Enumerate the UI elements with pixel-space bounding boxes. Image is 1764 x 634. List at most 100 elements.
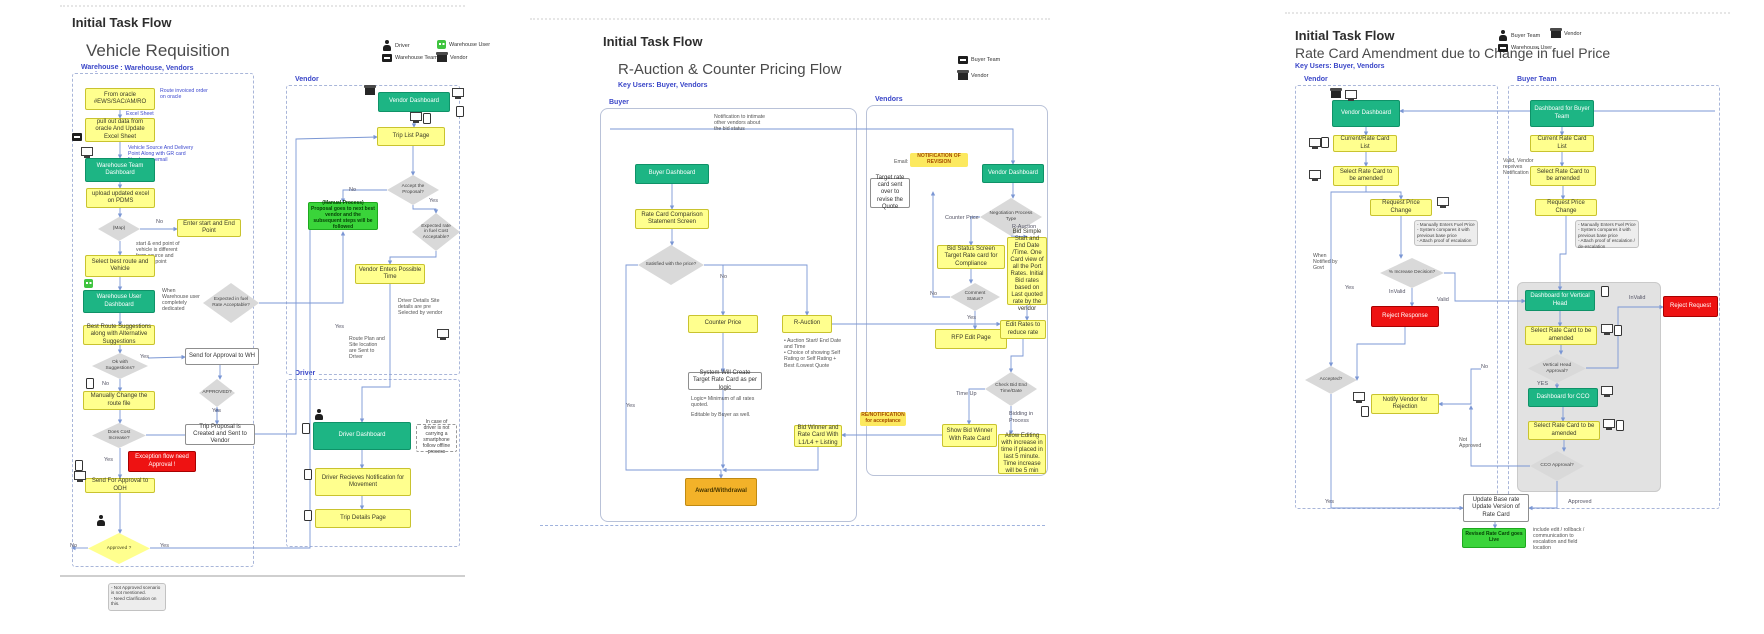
desktop-icon [1437,197,1449,208]
separator-line [60,575,465,577]
lane-label: Buyer [607,99,631,106]
legend-item-warehouse-user: Warehouse User [437,40,490,49]
edge-label: Yes [967,315,976,321]
desktop-icon [1309,138,1321,149]
diagram-r-auction-counter-pricing: Initial Task Flow R-Auction & Counter Pr… [530,18,1050,532]
warehouse-user-dashboard: Warehouse User Dashboard [83,290,155,313]
edge-label: Yes [626,403,635,409]
phone-icon [456,106,464,117]
note-rollback: include edit / rollback / communication … [1533,527,1585,552]
lane-label: Warehouse [79,64,121,71]
select-best-route: Select best route and Vehicle [85,255,155,277]
request-price-change-b: Request Price Change [1535,199,1597,216]
trip-details-page: Trip Details Page [315,509,411,528]
edge-label: No [720,274,728,280]
lane-driver: Driver [286,370,460,547]
edge-label: Counter Price [945,215,979,221]
lane-label: Driver [293,370,318,377]
show-bid-winner: Show Bid Winner With Rate Card [942,424,997,447]
connector-lines [71,110,439,551]
phone-icon [1361,406,1369,417]
desktop-icon [1345,90,1357,101]
lane-buyer: Buyer [600,99,857,522]
edge-label: R-Auction [1012,224,1037,230]
legend-label: Vendor [450,55,468,61]
page-subtitle: Rate Card Amendment due to Change in fue… [1295,45,1611,61]
edge-label: YES [1537,381,1549,387]
current-rate-card-b: Current Rate Card List [1530,135,1594,152]
edge-label: Process [1009,418,1029,424]
edge-label: Time Up [956,391,977,397]
desktop-icon [452,88,464,99]
legend-item-driver: Driver [382,40,410,51]
edge-label: Yes [1345,285,1354,291]
note-logic: Logic= Minimum of all rates quoted. [691,396,755,409]
edge-label: No [1481,364,1489,370]
lane-vendors: Vendors [866,96,1048,476]
send-approval-odh: Send For Approval to ODH [85,478,155,493]
pull-data-oracle: pull out data from oracle And Update Exc… [85,118,155,142]
select-rate-card-vh: Select Rate Card to be amended [1525,326,1597,345]
send-approval-wh: Send for Approval to WH [185,348,259,365]
lane-label: Vendor [1302,76,1330,83]
legend-label: Warehouse User [449,41,491,48]
edge-label: No [930,291,938,297]
page-title: Initial Task Flow [603,34,703,49]
request-price-change-v: Request Price Change [1370,199,1432,216]
legend-item-warehouse-team: Warehouse Team [382,54,438,62]
trip-list-page: Trip List Page [377,127,445,146]
edge-label: Yes [212,408,221,414]
reject-response: Reject Response [1371,306,1439,327]
exception-flow-approval: Exception flow need Approval ! [128,451,196,472]
best-route-suggestions: Best Route Suggestions along with Altern… [83,324,155,345]
note-fuel-price-v: - Manually Enters Fuel Price - System co… [1414,220,1478,246]
phone-icon [75,460,83,471]
legend-label: Buyer Team [1511,32,1541,39]
note-route-invoiced: Route invoiced order on oracle [160,88,208,101]
edge-label: No [70,543,78,549]
target-rate-card-sent: Target rate card sent over to revise the… [870,175,910,210]
phone-icon [1321,137,1329,148]
cco-dashboard: Dashboard for CCO [1528,388,1598,407]
phone-icon [1616,420,1624,431]
enter-start-end-point: Enter start and End Point [177,219,241,237]
diagram-rate-card-amendment: Initial Task Flow Rate Card Amendment du… [1285,12,1730,559]
note-warehouse-user: When Warehouse user completely dedicated [162,288,200,313]
phone-icon [302,423,310,434]
edge-label: No [349,187,357,193]
r-auction: R-Auction [782,315,832,333]
team-icon [1498,44,1508,52]
desktop-icon [1601,386,1613,397]
trip-proposal-created: Trip Proposal is Created and Sent to Ven… [185,424,255,445]
legend-label: Warehouse Team [395,55,438,61]
vendor-dashboard-m: Vendor Dashboard [982,164,1044,183]
legend-item-vendor: Vendor [957,70,988,80]
desktop-icon [1309,170,1321,181]
desktop-icon [1601,324,1613,335]
desktop-icon [410,112,422,123]
update-base-rate: Update Base rate Update Version of Rate … [1463,494,1529,522]
team-icon [382,54,392,62]
select-rate-card-cco: Select Rate Card to be amended [1528,421,1600,440]
key-users: Key Users: Warehouse, Vendors [86,65,194,72]
edge-label: InValid [1389,289,1406,295]
lane-buyer-team: Buyer Team [1508,76,1720,509]
person-icon [314,409,324,420]
label-email: Email: [894,159,909,165]
legend-item-vendor: Vendor [1550,28,1581,38]
system-create-target: System Will Create Target Rate Card as p… [688,370,762,391]
team-icon [72,133,82,141]
note-valid-vendor: Valid, Vendor receives Notification [1503,158,1534,177]
edge-label: Approved [1568,499,1592,505]
desktop-icon [74,471,86,482]
store-icon [1550,28,1562,38]
note-driver-details: Driver Details Site details are pre Sele… [398,298,443,317]
edge-label: No [102,381,110,387]
select-rate-card-b: Select Rate Card to be amended [1530,166,1596,186]
edge-label: InValid [1629,295,1646,301]
android-icon [437,40,446,49]
vendor-dashboard: Vendor Dashboard [378,92,450,112]
key-users: Key Users: Buyer, Vendors [618,82,708,89]
legend-label: Warehouse User [1511,45,1553,51]
bid-status-screen: Bid Status Screen Target Rate card for C… [937,245,1005,269]
